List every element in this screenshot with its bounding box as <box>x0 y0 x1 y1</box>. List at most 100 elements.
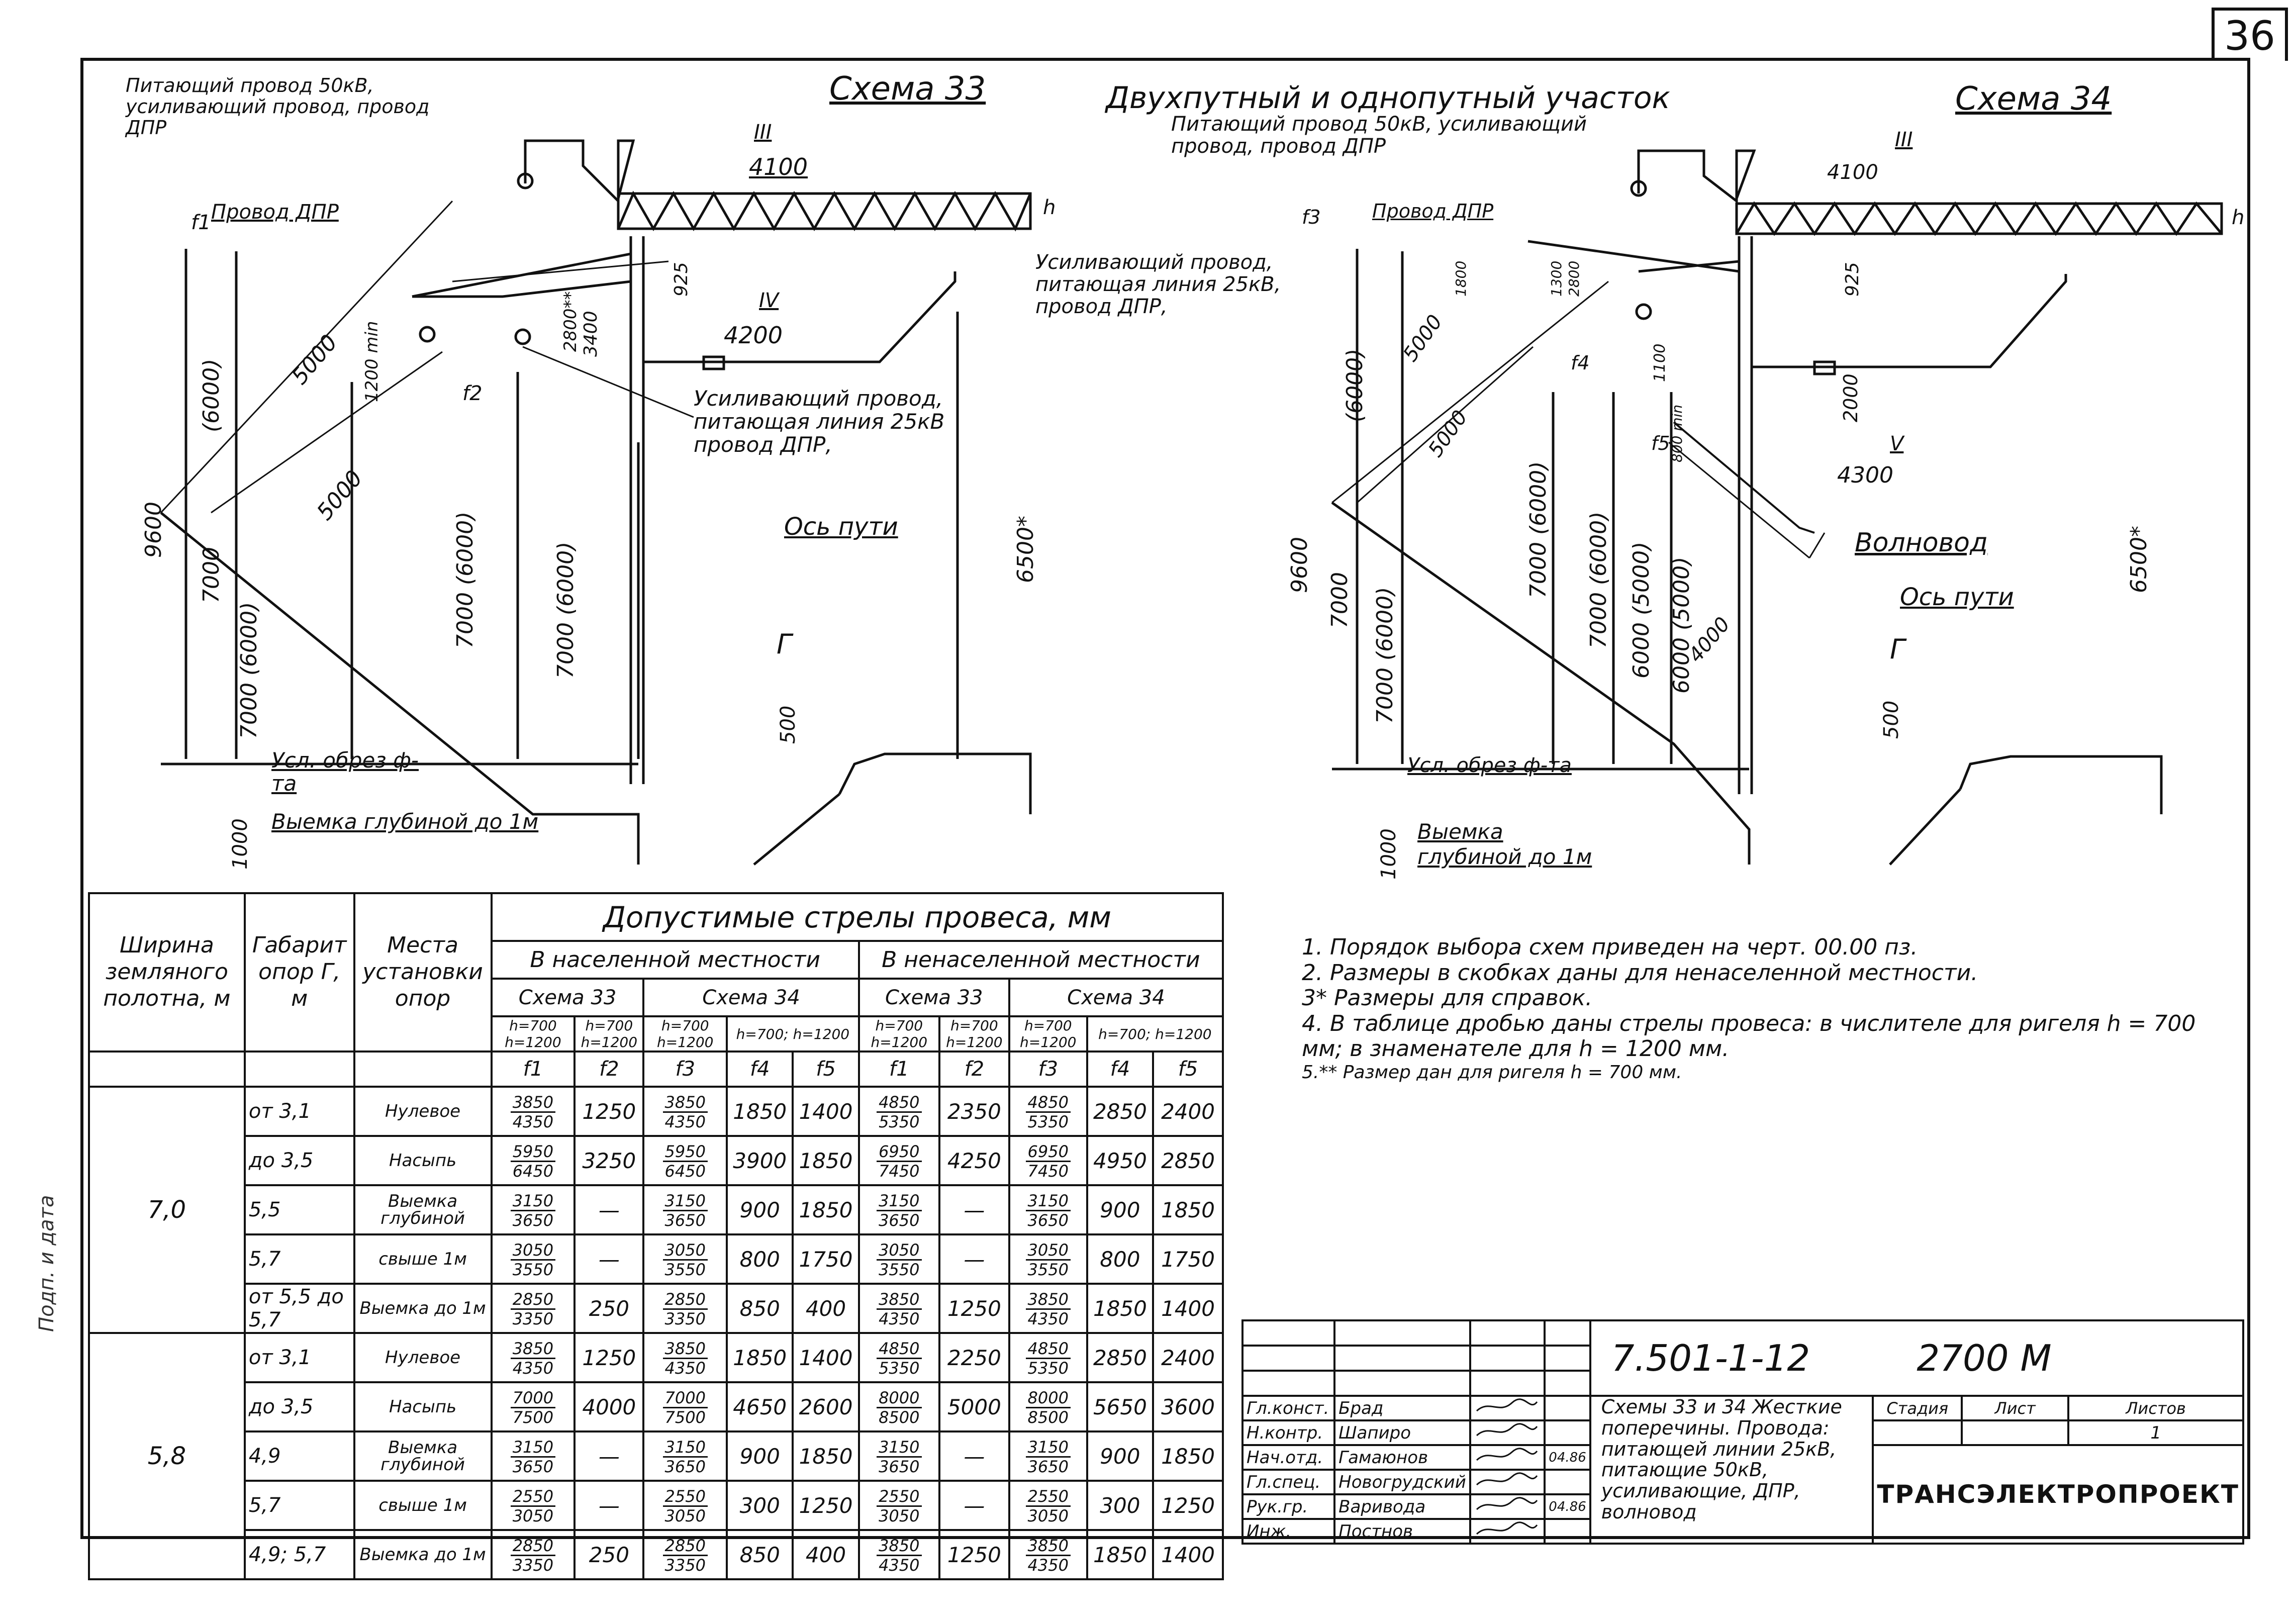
cell-sag: 900 <box>726 1184 794 1235</box>
numerator: 3050 <box>662 1242 708 1261</box>
staff-signature <box>1469 1469 1546 1495</box>
numerator: 3150 <box>1025 1193 1071 1211</box>
note-4: 4. В таблице дробью даны стрелы провеса:… <box>1302 1010 2196 1062</box>
hdr-place: Места установки опор <box>353 892 493 1053</box>
s34-catenary-arm <box>1752 274 2067 368</box>
s33-insulator-1 <box>517 172 534 189</box>
s33-d7000-6000-a: 7000 (6000) <box>236 602 262 739</box>
numerator: 3850 <box>510 1341 556 1359</box>
cell-sag: 300 <box>1086 1480 1155 1531</box>
denominator: 3350 <box>512 1309 554 1328</box>
s34-d1300: 1300 <box>1548 260 1565 297</box>
s33-d925: 925 <box>671 262 692 297</box>
denominator: 5350 <box>879 1359 920 1378</box>
hdr-f: f4 <box>1086 1050 1155 1088</box>
cell-gabarit: 5,5 <box>243 1184 355 1235</box>
s34-gamma: Г <box>1890 633 1905 665</box>
s33-cut: Выемка глубиной до 1м <box>271 809 539 834</box>
numerator: 3150 <box>510 1193 556 1211</box>
cell-sag: — <box>938 1184 1010 1235</box>
cell-sag: — <box>938 1233 1010 1285</box>
numerator: 6950 <box>877 1143 922 1162</box>
s34-pole-left <box>1738 236 1753 794</box>
hdr-f: f3 <box>642 1050 728 1088</box>
cell-sag: 1850 <box>1152 1430 1224 1482</box>
numerator: 3050 <box>510 1242 556 1261</box>
cell-sag: 2400 <box>1152 1086 1224 1137</box>
s33-crossbar-truss <box>617 190 1032 232</box>
cell-place: Нулевое <box>353 1086 493 1137</box>
cell-width: 5,8 <box>88 1332 246 1580</box>
hdr-s34-a: Схема 34 <box>642 978 860 1017</box>
denominator: 3050 <box>1027 1506 1069 1525</box>
s33-feed-wire-label: Питающий провод 50кВ, усиливающий провод… <box>126 74 430 139</box>
hdr-h-5: h=700 h=1200 <box>857 1015 940 1053</box>
hdr-h-7: h=700 h=1200 <box>1008 1015 1088 1053</box>
s34-d7000-6000-b: 7000 (6000) <box>1525 461 1551 598</box>
cell-sag: 4950 <box>1086 1135 1155 1186</box>
cell-sag: 1850 <box>792 1184 860 1235</box>
staff-date <box>1544 1395 1591 1421</box>
s33-pole-left <box>629 236 645 784</box>
staff-role: Гл.конст. <box>1241 1395 1336 1421</box>
cell-sag: 250 <box>573 1529 645 1580</box>
cell-sag: — <box>938 1430 1010 1482</box>
cell-sag: 1250 <box>938 1283 1010 1334</box>
cell-place: свыше 1м <box>353 1480 493 1531</box>
numerator: 7000 <box>510 1390 556 1408</box>
s33-h: h <box>1043 196 1056 219</box>
denominator: 8500 <box>879 1408 920 1427</box>
s33-d6000: (6000) <box>199 358 224 432</box>
denominator: 7450 <box>879 1162 920 1181</box>
staff-date: 04.86 <box>1544 1493 1591 1520</box>
s34-crossbar <box>1735 202 2223 235</box>
s34-console <box>1527 240 1740 273</box>
s34-d1000: 1000 <box>1377 828 1400 880</box>
numerator: 2850 <box>510 1291 556 1310</box>
numerator: 2550 <box>1025 1488 1071 1507</box>
s34-boost-label: Усиливающий провод, питающая линия 25кВ,… <box>1035 251 1281 318</box>
s34-f4: f4 <box>1571 352 1590 374</box>
s34-d7000-6000-a: 7000 (6000) <box>1372 587 1398 724</box>
numerator: 4850 <box>877 1341 922 1359</box>
s34-d6500: 6500* <box>2126 526 2152 593</box>
s34-dpr-label: Провод ДПР <box>1372 200 1494 222</box>
staff-signature <box>1469 1395 1546 1421</box>
numerator: 7000 <box>662 1390 708 1408</box>
numerator: 4850 <box>1025 1341 1071 1359</box>
notes-block: 1. Порядок выбора схем приведен на черт.… <box>1252 934 2207 1083</box>
stamp-sheet-header: Лист <box>1961 1395 2070 1421</box>
cell-sag: 1250 <box>938 1529 1010 1580</box>
staff-name: Гамаюнов <box>1333 1444 1471 1471</box>
s34-feed-wire-label: Питающий провод 50кВ, усиливающий провод… <box>1171 113 1587 158</box>
s33-roman4: IV <box>759 289 779 312</box>
denominator: 5350 <box>1027 1359 1069 1378</box>
hdr-f: f5 <box>792 1050 860 1088</box>
numerator: 3850 <box>662 1341 708 1359</box>
cell-gabarit: от 3,1 <box>243 1086 355 1137</box>
